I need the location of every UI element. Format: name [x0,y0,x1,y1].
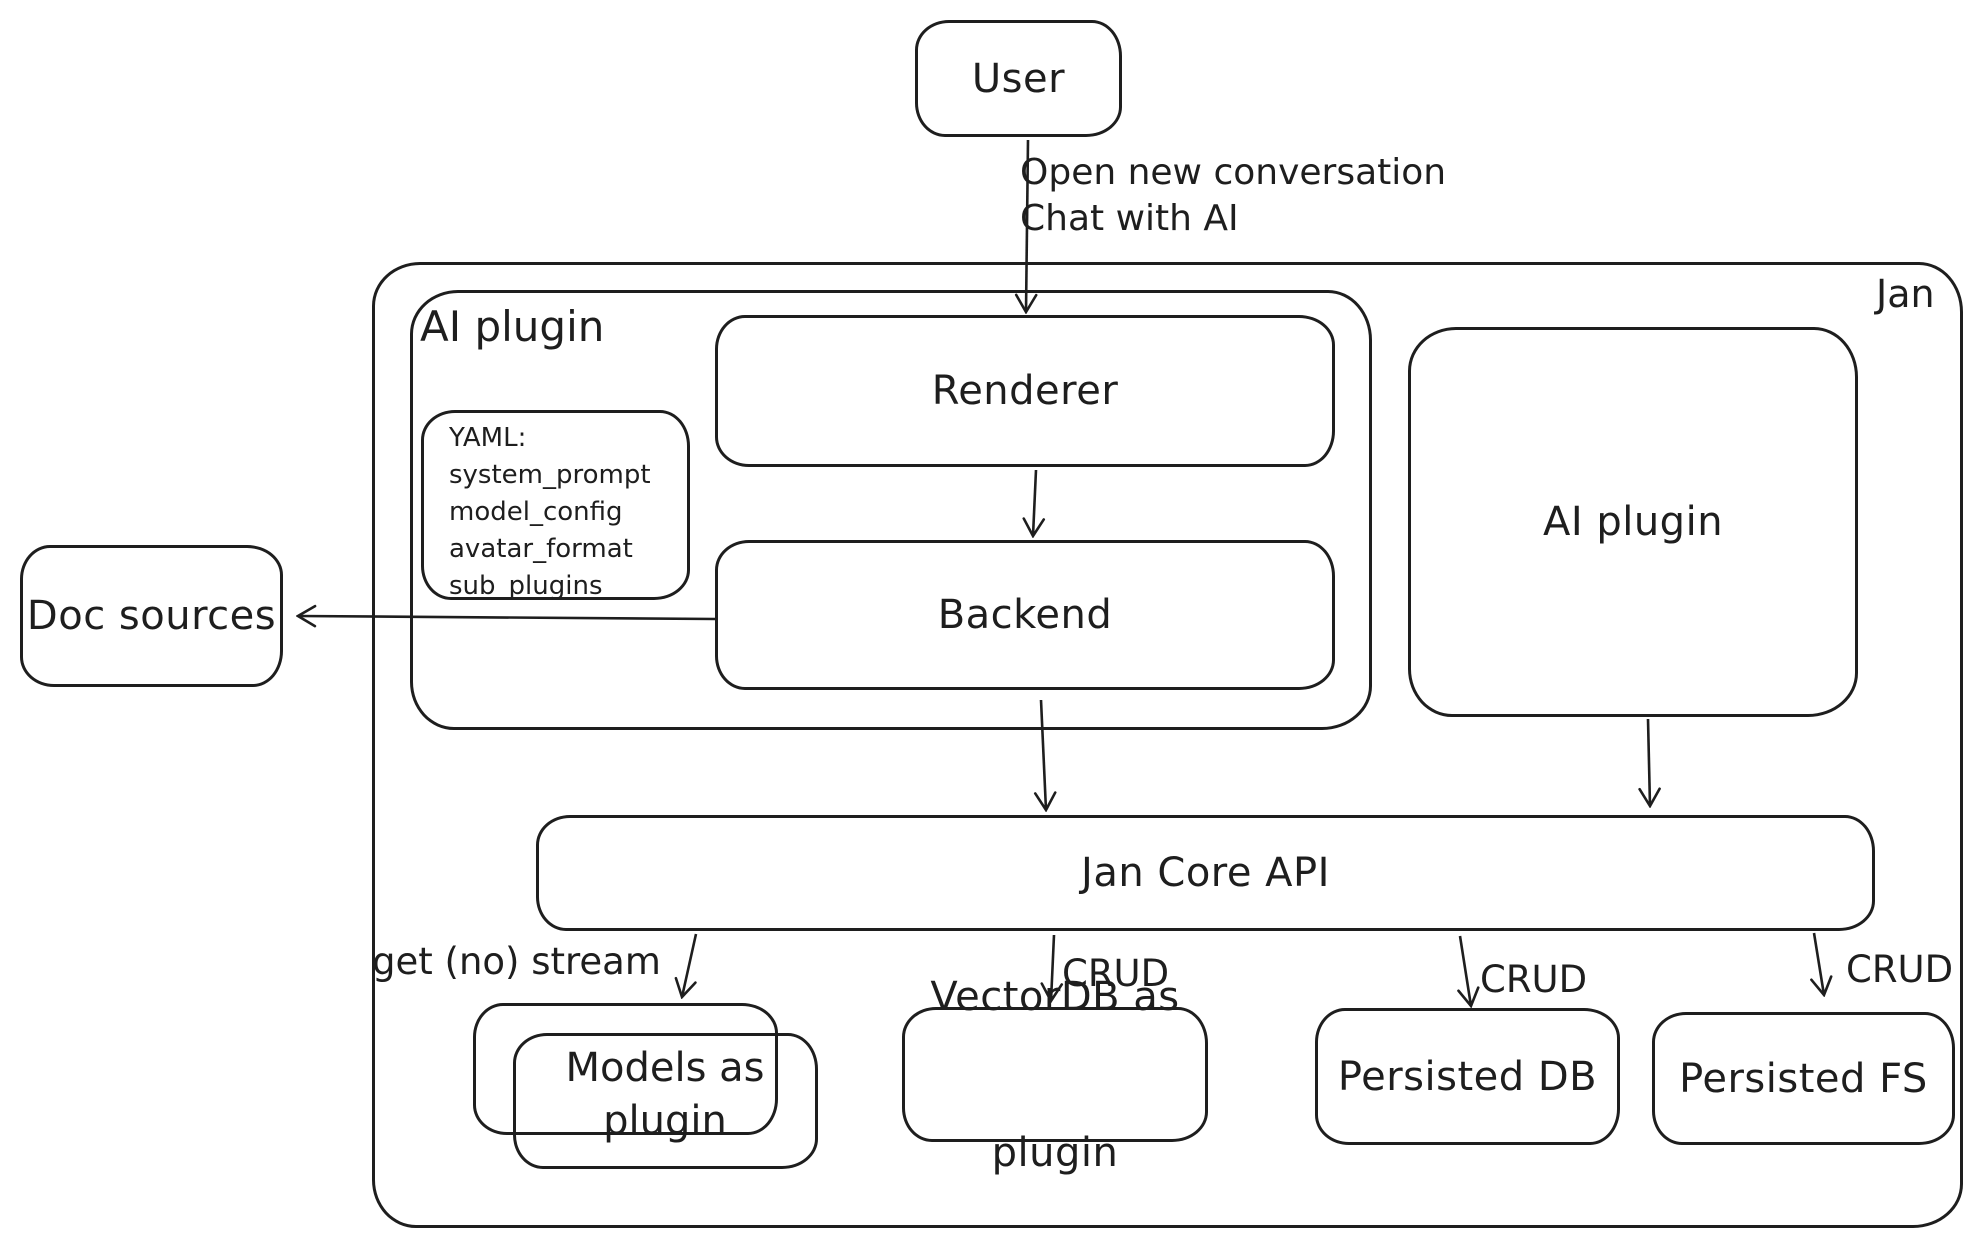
jan-container-label: Jan [1876,272,1935,316]
arrow-api-to-vectordb [1051,934,1054,1001]
persisted-db-label: Persisted DB [1337,1053,1598,1100]
yaml-line: YAML: [449,423,527,453]
edge-label-open-conversation: Open new conversation Chat with AI [1020,152,1447,239]
edge-label-crud-vectordb: CRUD [1062,952,1170,995]
yaml-note-text: YAML: system_prompt model_config avatar_… [449,420,651,605]
user-node: User [915,20,1122,137]
ai-plugin-label: AI plugin [1542,499,1724,545]
jan-container [372,262,1963,1228]
vectordb-label: VectorDB as plugin [930,973,1180,1176]
jan-core-api-label: Jan Core API [1081,850,1330,896]
yaml-note [421,410,690,600]
persisted-db-node: Persisted DB [1315,1008,1620,1145]
edge-label-crud-persisted-fs: CRUD [1846,948,1954,991]
edge-label-get-no-stream: get (no) stream [372,940,661,983]
ai-plugin-node: AI plugin [1408,327,1858,717]
edge-label-crud-persisted-db: CRUD [1480,958,1588,1001]
doc-sources-label: Doc sources [26,593,277,639]
yaml-line: avatar_format [449,534,633,564]
arrow-api-to-models [682,933,698,997]
backend-label: Backend [937,592,1113,638]
backend-node: Backend [715,540,1335,690]
arrow-backend-to-doc-sources [298,616,717,619]
yaml-line: system_prompt [449,460,651,490]
ai-plugin-container [410,290,1372,730]
arrow-api-to-persisted-db [1460,935,1471,1006]
arrow-backend-to-jan-core-api [1041,699,1046,810]
models-as-plugin-node [513,1033,818,1169]
arrow-api-to-persisted-fs [1814,932,1824,995]
persisted-fs-node: Persisted FS [1652,1012,1955,1145]
models-as-plugin-label: Models as plugin [565,1045,765,1144]
arrow-renderer-to-backend [1033,469,1036,536]
vectordb-node: VectorDB as plugin [902,974,1208,1176]
persisted-fs-label: Persisted FS [1679,1055,1928,1102]
arrow-user-to-renderer [1026,139,1028,312]
yaml-line: model_config [449,497,623,527]
models-as-plugin-back-box [473,1003,778,1135]
renderer-node: Renderer [715,315,1335,467]
yaml-line: sub_plugins [449,571,603,601]
user-label: User [971,55,1066,102]
ai-plugin-container-label: AI plugin [420,302,605,351]
renderer-label: Renderer [931,368,1119,414]
arrow-ai-plugin-to-jan-core-api [1648,718,1650,806]
doc-sources-node: Doc sources [20,545,283,687]
jan-core-api-node: Jan Core API [536,815,1875,931]
